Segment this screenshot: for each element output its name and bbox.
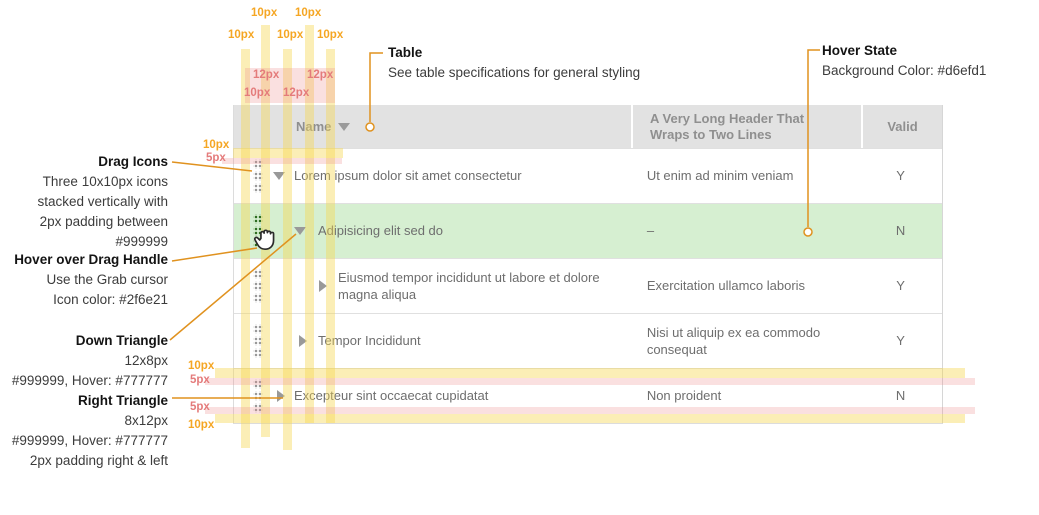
cell-valid: Y [896, 168, 905, 183]
cell-col2: – [646, 223, 655, 238]
sort-down-icon[interactable] [338, 122, 351, 131]
measure-label: 10px [244, 87, 271, 99]
header-valid-label: Valid [887, 119, 918, 134]
cell-name-text: Eiusmod tempor incididunt ut labore et d… [338, 269, 600, 302]
header-long-label: A Very Long Header That Wraps to Two Lin… [650, 110, 805, 142]
measure-label: 12px [307, 69, 334, 81]
cell-valid: Y [896, 278, 905, 293]
cell-name: Adipisicing elit sed do [234, 203, 630, 258]
header-cell-valid[interactable]: Valid [861, 105, 942, 148]
cell-col2: Nisi ut aliquip ex ea commodo consequat [646, 324, 821, 357]
annotation-right-triangle: Right Triangle 8x12px #999999, Hover: #7… [11, 393, 168, 468]
cell-name: Tempor Incididunt [234, 313, 630, 368]
measure-label: 5px [206, 152, 226, 164]
expand-right-triangle-icon[interactable] [319, 279, 327, 292]
cell-name: Eiusmod tempor incididunt ut labore et d… [234, 258, 630, 313]
cell-name: Excepteur sint occaecat cupidatat [234, 368, 630, 423]
data-table: Name A Very Long Header That Wraps to Tw… [233, 105, 943, 424]
table-row[interactable]: Lorem ipsum dolor sit amet consectetur U… [234, 148, 942, 203]
annotation-drag-icons: Drag Icons Three 10x10px icons stacked v… [37, 154, 168, 249]
cell-name: Lorem ipsum dolor sit amet consectetur [234, 148, 630, 203]
annotation-hover-state: Hover State Background Color: #d6efd1 [822, 43, 987, 78]
cell-col2: Exercitation ullamco laboris [646, 278, 806, 293]
measure-label: 10px [251, 7, 278, 19]
drag-handle-icon[interactable] [253, 323, 263, 358]
measure-block-pink [245, 68, 335, 103]
cell-col2: Non proident [646, 388, 722, 403]
expand-right-triangle-icon[interactable] [277, 389, 285, 402]
measure-label: 10px [277, 29, 304, 41]
table-row[interactable]: Eiusmod tempor incididunt ut labore et d… [234, 258, 942, 313]
measure-label: 10px [188, 419, 215, 431]
expand-right-triangle-icon[interactable] [299, 334, 307, 347]
cell-name-text: Tempor Incididunt [318, 333, 421, 348]
table-header-row: Name A Very Long Header That Wraps to Tw… [234, 105, 942, 148]
header-cell-name[interactable]: Name [234, 105, 631, 148]
table-row[interactable]: Excepteur sint occaecat cupidatat Non pr… [234, 368, 942, 423]
annotation-down-triangle: Down Triangle 12x8px #999999, Hover: #77… [11, 333, 168, 388]
cell-name-text: Adipisicing elit sed do [318, 223, 444, 238]
cell-name-text: Excepteur sint occaecat cupidatat [294, 388, 489, 403]
measure-label: 10px [188, 360, 215, 372]
collapse-down-triangle-icon[interactable] [273, 171, 285, 180]
drag-handle-icon[interactable] [253, 158, 263, 193]
drag-handle-icon[interactable] [253, 378, 263, 413]
header-cell-long[interactable]: A Very Long Header That Wraps to Two Lin… [631, 105, 861, 148]
annotation-hover-handle: Hover over Drag Handle Use the Grab curs… [14, 252, 168, 307]
measure-label: 12px [253, 69, 280, 81]
drag-handle-icon-hover[interactable] [253, 213, 263, 248]
measure-label: 5px [190, 374, 210, 386]
cell-valid: N [895, 223, 906, 238]
measure-label: 10px [203, 139, 230, 151]
cell-valid: Y [896, 333, 905, 348]
measure-label: 10px [295, 7, 322, 19]
measure-label: 5px [190, 401, 210, 413]
header-name-label: Name [296, 119, 332, 134]
measure-label: 10px [317, 29, 344, 41]
table-row[interactable]: Tempor Incididunt Nisi ut aliquip ex ea … [234, 313, 942, 368]
cell-valid: N [895, 388, 906, 403]
table-row-hovered[interactable]: Adipisicing elit sed do – N [234, 203, 942, 258]
cell-name-text: Lorem ipsum dolor sit amet consectetur [294, 168, 522, 183]
collapse-down-triangle-icon[interactable] [294, 226, 306, 235]
cell-col2: Ut enim ad minim veniam [646, 168, 794, 183]
measure-label: 10px [228, 29, 255, 41]
annotation-table: Table See table specifications for gener… [388, 45, 641, 80]
drag-handle-icon[interactable] [253, 268, 263, 303]
measure-label: 12px [283, 87, 310, 99]
